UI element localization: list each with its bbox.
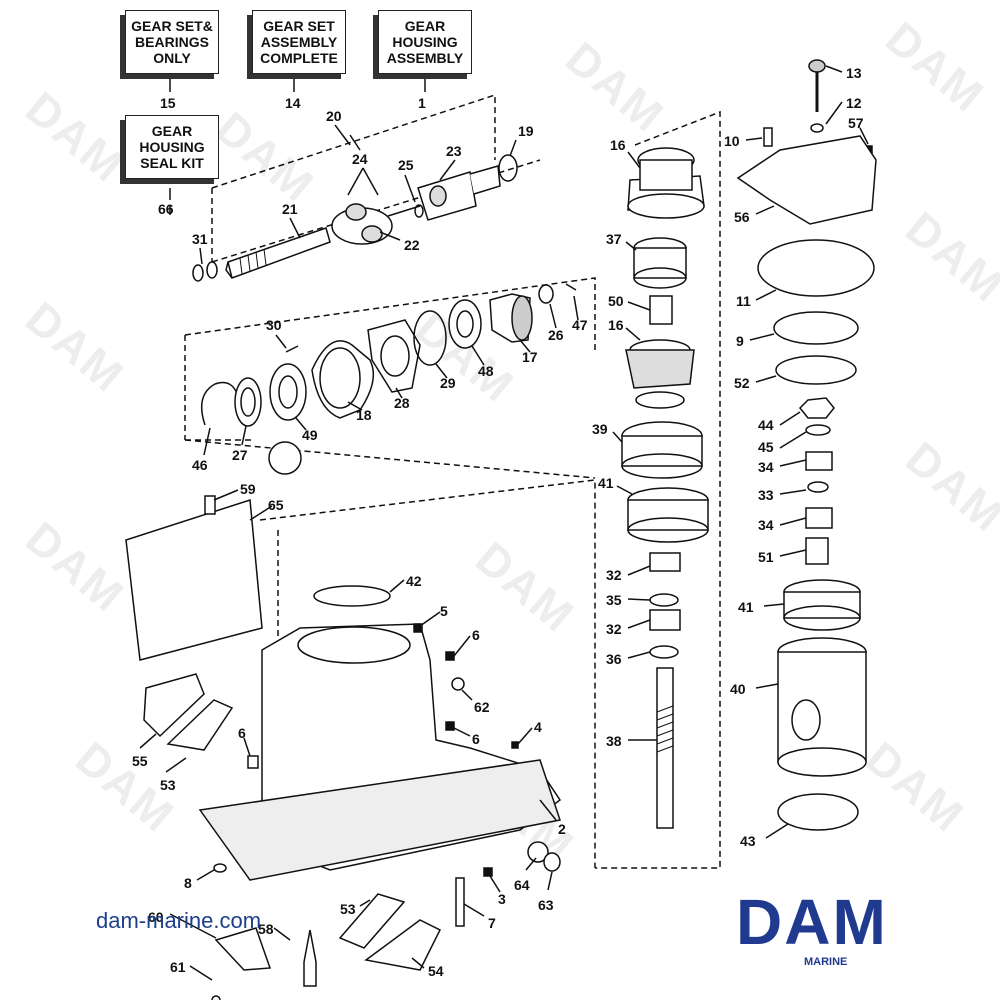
callout-7: 7	[488, 915, 496, 931]
callout-24: 24	[352, 151, 368, 167]
box-line: ONLY	[153, 50, 191, 66]
callout-64: 64	[514, 877, 530, 893]
box-line: GEAR SET&	[131, 18, 213, 34]
callout-4: 4	[534, 719, 542, 735]
callout-61: 61	[170, 959, 186, 975]
callout-6: 6	[472, 627, 480, 643]
callout-43: 43	[740, 833, 756, 849]
callout-18: 18	[356, 407, 372, 423]
callout-26: 26	[548, 327, 564, 343]
callout-31: 31	[192, 231, 208, 247]
callout-16: 16	[608, 317, 624, 333]
callout-2: 2	[558, 821, 566, 837]
label-box-gear-housing-assembly: GEAR HOUSING ASSEMBLY	[378, 10, 472, 74]
callout-53: 53	[340, 901, 356, 917]
callout-33: 33	[758, 487, 774, 503]
callout-39: 39	[592, 421, 608, 437]
callout-62: 62	[474, 699, 490, 715]
callout-55: 55	[132, 753, 148, 769]
callout-21: 21	[282, 201, 298, 217]
callout-13: 13	[846, 65, 862, 81]
callout-53: 53	[160, 777, 176, 793]
callout-42: 42	[406, 573, 422, 589]
callout-54: 54	[428, 963, 444, 979]
callout-9: 9	[736, 333, 744, 349]
callout-44: 44	[758, 417, 774, 433]
callout-66: 66	[158, 201, 174, 217]
callout-22: 22	[404, 237, 420, 253]
callout-52: 52	[734, 375, 750, 391]
box-line: SEAL KIT	[140, 155, 204, 171]
callout-34: 34	[758, 517, 774, 533]
callout-23: 23	[446, 143, 462, 159]
callout-48: 48	[478, 363, 494, 379]
box-line: GEAR SET	[263, 18, 335, 34]
callout-6: 6	[472, 731, 480, 747]
box-line: HOUSING	[139, 139, 205, 155]
dam-marine-logo: DAM MARINE	[736, 890, 930, 980]
callout-51: 51	[758, 549, 774, 565]
callout-49: 49	[302, 427, 318, 443]
callout-11: 11	[736, 293, 751, 309]
box-line: ASSEMBLY	[386, 50, 464, 66]
logo-subtext: MARINE	[804, 956, 848, 968]
callout-12: 12	[846, 95, 862, 111]
callout-38: 38	[606, 733, 622, 749]
logo-text: DAM	[736, 886, 888, 958]
box-line: ASSEMBLY	[260, 34, 338, 50]
callout-32: 32	[606, 567, 622, 583]
callout-30: 30	[266, 317, 282, 333]
box-line: HOUSING	[392, 34, 458, 50]
callout-5: 5	[440, 603, 448, 619]
box-line: GEAR	[404, 18, 446, 34]
callout-58: 58	[258, 921, 274, 937]
callout-50: 50	[608, 293, 624, 309]
callout-15: 15	[160, 95, 176, 111]
callout-63: 63	[538, 897, 554, 913]
callout-25: 25	[398, 157, 414, 173]
callout-6: 6	[238, 725, 246, 741]
callout-36: 36	[606, 651, 622, 667]
callout-47: 47	[572, 317, 588, 333]
callout-46: 46	[192, 457, 208, 473]
callout-29: 29	[440, 375, 456, 391]
callout-41: 41	[598, 475, 614, 491]
callout-28: 28	[394, 395, 410, 411]
callout-27: 27	[232, 447, 248, 463]
box-line: BEARINGS	[135, 34, 209, 50]
callout-60: 60	[148, 909, 164, 925]
callout-3: 3	[498, 891, 506, 907]
website-link[interactable]: dam-marine.com	[96, 908, 262, 933]
callout-32: 32	[606, 621, 622, 637]
callout-45: 45	[758, 439, 774, 455]
callout-41: 41	[738, 599, 754, 615]
callout-10: 10	[724, 133, 740, 149]
box-line: GEAR	[151, 123, 193, 139]
label-box-gear-set-bearings: GEAR SET& BEARINGS ONLY	[125, 10, 219, 74]
callout-16: 16	[610, 137, 626, 153]
label-box-gear-set-assembly: GEAR SET ASSEMBLY COMPLETE	[252, 10, 346, 74]
callout-40: 40	[730, 681, 746, 697]
callout-17: 17	[522, 349, 538, 365]
callout-14: 14	[285, 95, 301, 111]
callout-35: 35	[606, 592, 622, 608]
callout-37: 37	[606, 231, 622, 247]
callout-59: 59	[240, 481, 256, 497]
callout-20: 20	[326, 108, 342, 124]
callout-57: 57	[848, 115, 864, 131]
box-line: COMPLETE	[260, 50, 338, 66]
label-box-gear-housing-seal-kit: GEAR HOUSING SEAL KIT	[125, 115, 219, 179]
callout-56: 56	[734, 209, 750, 225]
callout-65: 65	[268, 497, 284, 513]
callout-8: 8	[184, 875, 192, 891]
callout-19: 19	[518, 123, 534, 139]
callout-34: 34	[758, 459, 774, 475]
callout-1: 1	[418, 95, 426, 111]
